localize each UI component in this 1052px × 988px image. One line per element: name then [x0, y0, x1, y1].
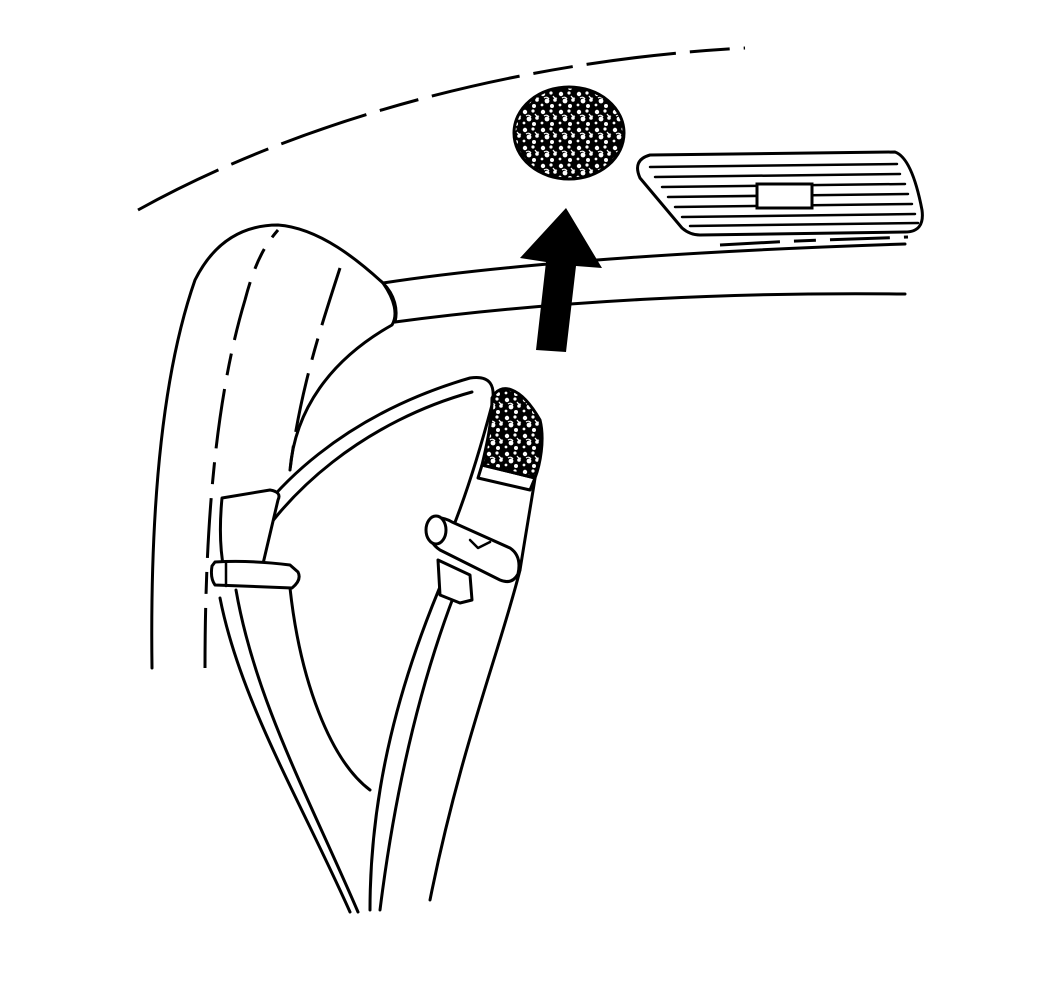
headliner-edge-line — [137, 46, 746, 212]
retainer-clip-icon — [209, 488, 301, 590]
vent-grille-icon — [636, 150, 924, 247]
pillar-trim — [150, 223, 397, 670]
webbing-tag — [480, 387, 544, 480]
arrow-up-icon — [520, 208, 602, 352]
belt-guide-clip — [424, 514, 521, 605]
headliner-panel — [381, 242, 907, 324]
foam-plug-icon — [512, 85, 626, 181]
